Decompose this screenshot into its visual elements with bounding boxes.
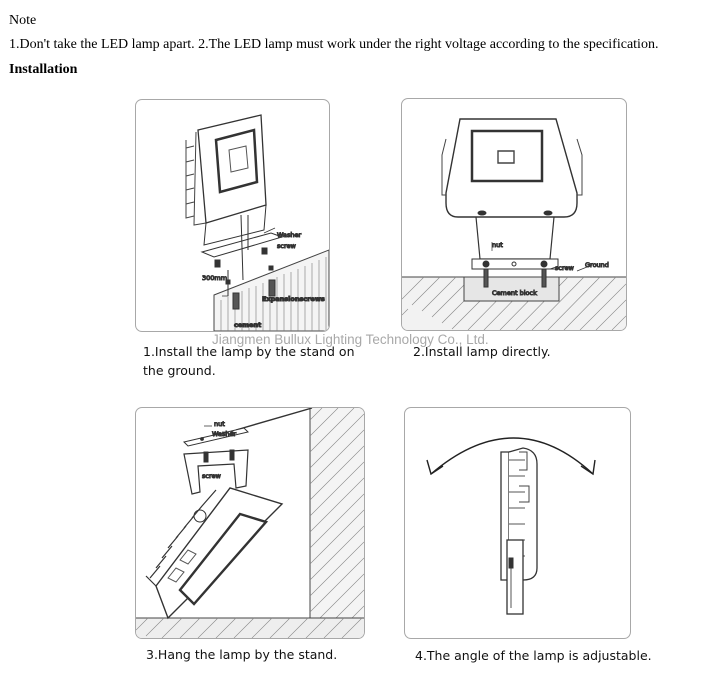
cement-label: cement [234, 321, 261, 329]
screw-label: screw [555, 264, 574, 272]
mount-bracket [471, 216, 593, 288]
step1-caption: 1.Install the lamp by the stand on the g… [143, 342, 355, 380]
washer-label: Washer [277, 231, 301, 239]
lamp-body [441, 118, 583, 218]
stand-plate [200, 214, 284, 310]
step4-illustration [404, 407, 631, 639]
distance-label: 300mm [202, 274, 227, 282]
step4-caption-line1: 4.The angle of the lamp is adjustable. [415, 648, 652, 663]
step1-caption-line1: 1.Install the lamp by the stand on [143, 344, 355, 359]
lamp-body [145, 487, 284, 620]
step3-caption-line1: 3.Hang the lamp by the stand. [146, 647, 338, 662]
cement-block-label: Cement block [492, 289, 537, 297]
ground-hatch [402, 276, 626, 330]
note-heading: Note [9, 13, 37, 28]
ceiling-plate [183, 408, 313, 447]
step2-illustration: nut screw Ground Cement block [401, 98, 627, 331]
step2-caption-line1: 2.Install lamp directly. [413, 344, 551, 359]
step1-caption-line2: the ground. [143, 363, 216, 378]
wall-hatch [136, 408, 364, 638]
hanging-bracket [183, 449, 249, 523]
step1-illustration: Washer screw 300mm Expansionscrews cemen… [135, 99, 330, 332]
step3-caption: 3.Hang the lamp by the stand. [146, 645, 337, 664]
screw-label: screw [202, 472, 221, 480]
nut-label: nut [492, 241, 503, 249]
lamp-body [185, 114, 267, 246]
step4-caption: 4.The angle of the lamp is adjustable. [415, 646, 652, 665]
angle-arrow [426, 437, 596, 476]
expansion-screws-label: Expansionscrews [262, 295, 325, 303]
screw-label: screw [277, 242, 296, 250]
installation-heading: Installation [9, 62, 78, 77]
nut-label: nut [214, 420, 225, 428]
washer-label: Washer [212, 430, 236, 438]
stand-post [506, 539, 524, 615]
note-text: 1.Don't take the LED lamp apart. 2.The L… [9, 37, 659, 52]
step3-illustration: nut Washer screw [135, 407, 365, 639]
step2-caption: 2.Install lamp directly. [413, 342, 551, 361]
watermark: Jiangmen Bullux Lighting Technology Co.,… [212, 332, 489, 347]
ground-label: Ground [585, 261, 609, 269]
